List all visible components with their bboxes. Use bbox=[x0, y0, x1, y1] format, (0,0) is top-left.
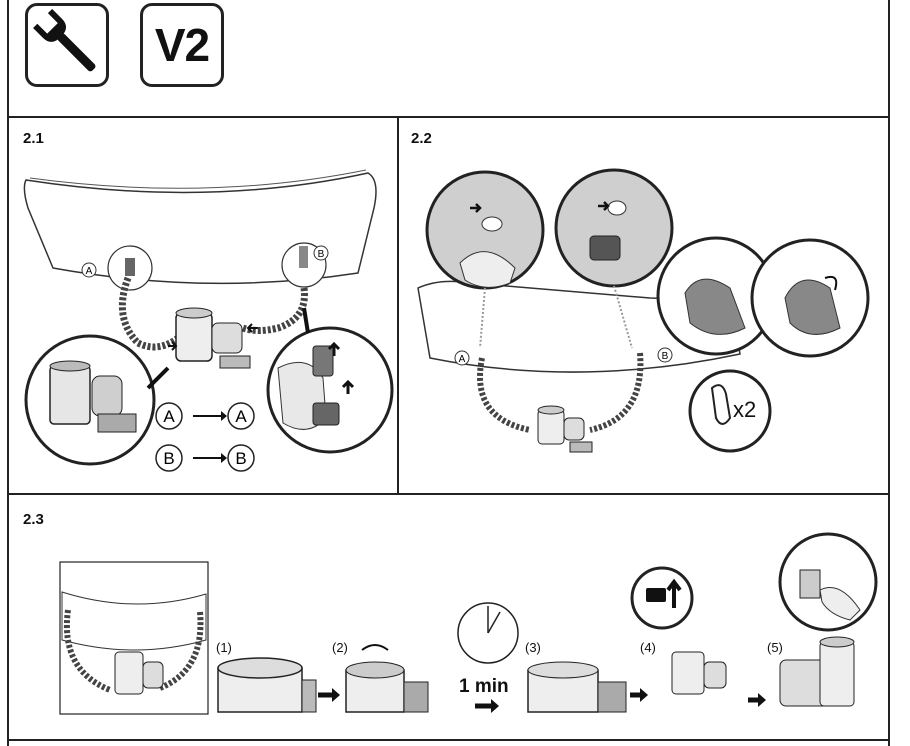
port-b-marker: B bbox=[313, 245, 329, 261]
substep-5-label: (5) bbox=[767, 640, 783, 655]
port-b-label: B bbox=[318, 249, 325, 260]
divider-middle bbox=[7, 493, 890, 495]
wrench-icon bbox=[33, 8, 96, 72]
port-a-label: A bbox=[86, 266, 93, 277]
map-a-to: A bbox=[227, 402, 255, 430]
map-b-to: B bbox=[227, 444, 255, 472]
port-a-marker-2-2: A bbox=[454, 350, 470, 366]
map-b-to-label: B bbox=[235, 449, 246, 468]
port-b-label-2-2: B bbox=[662, 351, 669, 362]
substep-4-label: (4) bbox=[640, 640, 656, 655]
port-a-marker: A bbox=[81, 262, 97, 278]
step-2-3-illustration bbox=[59, 532, 878, 715]
divider-bottom bbox=[7, 739, 890, 741]
page-frame bbox=[7, 0, 890, 746]
wait-time-label: 1 min bbox=[459, 676, 509, 697]
port-b-marker-2-2: B bbox=[657, 347, 673, 363]
map-b-from-label: B bbox=[163, 449, 174, 468]
port-a-label-2-2: A bbox=[459, 354, 466, 365]
substep-3-label: (3) bbox=[525, 640, 541, 655]
map-a-from: A bbox=[155, 402, 183, 430]
version-label: V2 bbox=[154, 19, 210, 71]
map-b-from: B bbox=[155, 444, 183, 472]
map-a-to-label: A bbox=[235, 407, 247, 426]
version-badge: V2 bbox=[140, 3, 224, 87]
step-2-2-label: 2.2 bbox=[411, 130, 432, 147]
step-2-1-label: 2.1 bbox=[23, 130, 44, 147]
map-a-from-label: A bbox=[163, 407, 175, 426]
divider-header bbox=[7, 116, 890, 118]
tool-icon-box bbox=[25, 3, 109, 87]
substep-2-label: (2) bbox=[332, 640, 348, 655]
substep-1-label: (1) bbox=[216, 640, 232, 655]
step-2-2-illustration bbox=[417, 168, 870, 453]
divider-vertical bbox=[397, 116, 399, 494]
step-2-1-illustration bbox=[23, 169, 394, 466]
clamp-quantity: x2 bbox=[733, 397, 757, 422]
step-2-3-label: 2.3 bbox=[23, 511, 44, 528]
